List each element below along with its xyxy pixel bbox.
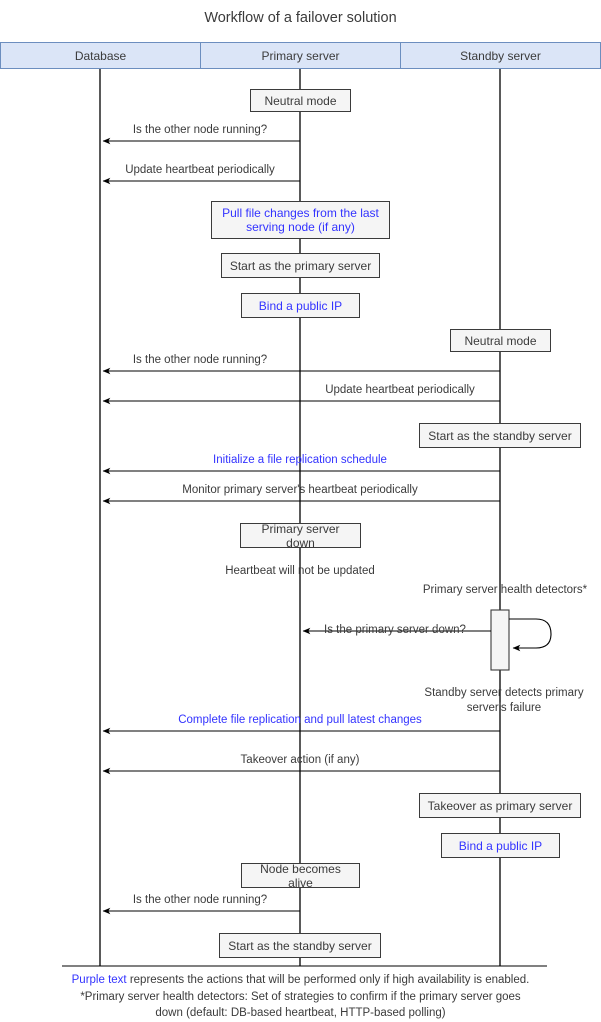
label-text: Is the primary server down?	[324, 624, 466, 636]
box-primary-pull-file-changes[interactable]: Pull file changes from the last serving …	[211, 201, 390, 239]
lifeline-header-database-label: Database	[74, 48, 127, 63]
label-msg-takeover-action: Takeover action (if any)	[100, 753, 500, 767]
footer-line-3: down (default: DB-based heartbeat, HTTP-…	[155, 1007, 446, 1019]
diagram-title: Workflow of a failover solution	[204, 10, 397, 26]
box-primary-neutral-mode-label: Neutral mode	[264, 93, 337, 108]
note-text-line-1: Standby server detects primary	[424, 687, 584, 699]
label-msg-initialize-file-replication: Initialize a file replication schedule	[100, 453, 500, 467]
box-standby-takeover-as-primary-label: Takeover as primary server	[427, 798, 573, 813]
activation-bar-standby	[490, 609, 510, 671]
label-msg-is-primary-server-down: Is the primary server down?	[300, 623, 490, 637]
box-primary-node-becomes-alive-label: Node becomes alive	[260, 861, 341, 890]
box-primary-bind-public-ip-label: Bind a public IP	[258, 298, 343, 313]
box-primary-start-as-standby-label: Start as the standby server	[228, 938, 372, 953]
box-primary-bind-public-ip[interactable]: Bind a public IP	[241, 293, 360, 318]
label-msg-primary-update-heartbeat: Update heartbeat periodically	[100, 163, 300, 177]
box-primary-server-down-label: Primary server down	[261, 521, 340, 550]
box-primary-server-down[interactable]: Primary server down	[240, 521, 361, 550]
box-standby-takeover-as-primary[interactable]: Takeover as primary server	[419, 793, 581, 818]
label-msg-primary-is-other-node-running-1: Is the other node running?	[100, 123, 300, 137]
label-text: Complete file replication and pull lates…	[178, 714, 422, 726]
label-text: Is the other node running?	[132, 124, 268, 136]
box-standby-start-as-standby[interactable]: Start as the standby server	[419, 423, 581, 448]
label-text: Initialize a file replication schedule	[213, 454, 387, 466]
lifeline-header-standby-label: Standby server	[460, 48, 541, 63]
note-text: Heartbeat will not be updated	[225, 565, 375, 577]
lifeline-header-standby[interactable]: Standby server	[400, 42, 601, 69]
self-loop-standby	[509, 618, 552, 652]
label-text: Update heartbeat periodically	[125, 164, 275, 176]
box-standby-bind-public-ip[interactable]: Bind a public IP	[441, 833, 560, 858]
note-text: Primary server health detectors*	[422, 584, 588, 596]
label-text: Is the other node running?	[132, 354, 268, 366]
box-primary-start-as-standby[interactable]: Start as the standby server	[219, 933, 381, 958]
box-standby-neutral-mode-label: Neutral mode	[464, 333, 537, 348]
label-text: Takeover action (if any)	[240, 754, 360, 766]
box-primary-node-becomes-alive[interactable]: Node becomes alive	[241, 861, 360, 890]
footer-line-1-rest: represents the actions that will be perf…	[126, 974, 530, 986]
box-standby-neutral-mode[interactable]: Neutral mode	[450, 329, 551, 352]
footer-legend: Purple text represents the actions that …	[0, 972, 601, 1022]
footer-line-2: *Primary server health detectors: Set of…	[80, 990, 521, 1003]
label-text: Is the other node running?	[132, 894, 268, 906]
note-text-line-2: server's failure	[466, 702, 542, 714]
label-msg-monitor-primary-heartbeat: Monitor primary server's heartbeat perio…	[100, 483, 500, 497]
box-standby-start-as-standby-label: Start as the standby server	[428, 428, 572, 443]
box-primary-pull-file-changes-label: Pull file changes from the last serving …	[222, 206, 379, 234]
label-msg-primary-is-other-node-running-2: Is the other node running?	[100, 893, 300, 907]
box-primary-start-as-primary[interactable]: Start as the primary server	[221, 253, 380, 278]
label-text: Monitor primary server's heartbeat perio…	[182, 484, 418, 496]
footer-line-1: Purple text represents the actions that …	[0, 972, 601, 989]
label-msg-complete-file-replication: Complete file replication and pull lates…	[100, 713, 500, 727]
box-primary-start-as-primary-label: Start as the primary server	[229, 258, 372, 273]
label-msg-standby-is-other-node-running: Is the other node running?	[100, 353, 300, 367]
footer-purple-word: Purple text	[71, 974, 127, 986]
note-health-detectors: Primary server health detectors*	[385, 583, 601, 598]
note-heartbeat-not-updated: Heartbeat will not be updated	[160, 564, 440, 579]
label-text: Update heartbeat periodically	[325, 384, 475, 396]
box-standby-bind-public-ip-label: Bind a public IP	[458, 838, 543, 853]
note-standby-detects-failure: Standby server detects primary server's …	[384, 686, 601, 716]
lifeline-header-primary-label: Primary server	[261, 48, 340, 63]
label-msg-standby-update-heartbeat: Update heartbeat periodically	[300, 383, 500, 397]
box-primary-neutral-mode[interactable]: Neutral mode	[250, 89, 351, 112]
